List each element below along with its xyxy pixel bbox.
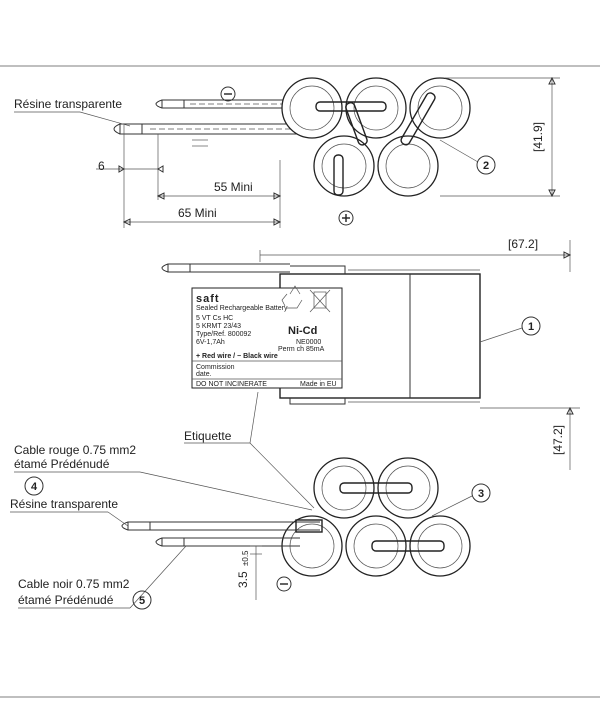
polarity-minus-bottom	[276, 576, 292, 592]
label-commission: Commission	[196, 364, 235, 371]
label-line4: 6V-1,7Ah	[196, 339, 225, 346]
label-perm: Perm ch 85mA	[278, 346, 325, 353]
wire-lower-end	[119, 123, 143, 135]
dim-3-5-tol: ±0.5	[241, 550, 250, 566]
dim-41-text: [41.9]	[531, 122, 545, 152]
callout-1-circle	[521, 316, 541, 336]
etiquette-leader-up	[249, 391, 259, 444]
top-wires	[113, 99, 300, 135]
polarity-plus-top	[338, 210, 354, 226]
callout-2-circle	[476, 155, 496, 175]
pack-top-lip	[290, 265, 346, 274]
callout-1-text: 1	[528, 321, 534, 333]
bottom-wire-black-end	[161, 537, 185, 547]
top-tab-4	[345, 102, 368, 146]
bottom-cell-1	[313, 457, 375, 519]
label-line1: 5 VT Cs HC	[196, 315, 233, 322]
crossed-bin-icon	[309, 289, 331, 313]
callout-2-leader	[439, 139, 479, 163]
label-border	[191, 287, 343, 389]
minus-icon	[220, 86, 236, 102]
top-cell-1	[281, 77, 343, 139]
cable-red-line2: étamé Prédénudé	[14, 457, 110, 471]
bottom-cell-4	[345, 515, 407, 577]
label-incinerate: DO NOT INCINERATE	[196, 381, 267, 388]
resin-label-top: Résine transparente	[14, 97, 122, 111]
callout-3-text: 3	[478, 488, 484, 500]
top-cell-1-inner	[289, 85, 335, 131]
bottom-wire-black	[155, 537, 300, 547]
pack-bottom-lip	[289, 398, 346, 405]
etiquette-label: Etiquette	[184, 429, 232, 443]
dim-6-text: 6	[98, 159, 105, 173]
side-wire-end	[167, 263, 191, 273]
label-ne: NE0000	[296, 339, 321, 346]
bottom-wire-red-end	[127, 521, 151, 531]
cable-red-leader	[139, 471, 313, 511]
callout-1-leader	[479, 327, 523, 343]
callout-3-leader	[431, 495, 473, 517]
brand-logo: saft	[196, 293, 220, 305]
top-tab-1	[315, 101, 387, 112]
dim-55-text: 55 Mini	[214, 180, 253, 194]
callout-5-text: 5	[139, 595, 145, 607]
callout-2-text: 2	[483, 160, 489, 172]
top-cell-4-inner	[321, 143, 367, 189]
product-label: saft Sealed Rechargeable Battery 5 VT Cs…	[191, 285, 343, 389]
top-cell-5	[377, 135, 439, 197]
label-tagline: Sealed Rechargeable Battery	[196, 305, 288, 312]
top-tab-3	[333, 154, 344, 196]
label-chem: Ni-Cd	[288, 325, 317, 337]
label-wires: + Red wire / − Black wire	[196, 353, 278, 360]
side-wire	[161, 263, 290, 273]
resin-leader-top	[79, 111, 131, 127]
wire-upper-end	[161, 99, 185, 109]
top-view: Résine transparente 6 55 Mini 65 Mini [4…	[14, 76, 560, 228]
top-tab-2	[400, 92, 436, 146]
label-date: date.	[196, 371, 212, 378]
resin-leader-bottom	[107, 511, 129, 527]
callout-5-circle	[132, 590, 152, 610]
bottom-tab-1	[339, 482, 413, 494]
bottom-view: 3.5 ±0.5 Cable rouge 0.75 mm2 étamé Préd…	[10, 443, 491, 610]
dim-65-text: 65 Mini	[178, 206, 217, 220]
top-cells	[192, 77, 471, 197]
top-cell-3-inner	[417, 85, 463, 131]
top-cell-3	[409, 77, 471, 139]
bottom-cell-2	[377, 457, 439, 519]
plus-icon	[338, 210, 354, 226]
bottom-tab-2	[371, 540, 445, 552]
etiquette-leader-down	[249, 442, 315, 509]
connector-block	[295, 519, 323, 533]
dim-47-text: [47.2]	[551, 425, 565, 455]
wire-lower	[113, 123, 300, 135]
top-cell-4	[313, 135, 375, 197]
dim-3-5-text: 3.5	[236, 571, 250, 588]
bottom-wire-red	[121, 521, 320, 531]
cable-black-line1: Cable noir 0.75 mm2	[18, 577, 130, 591]
resin-label-bottom: Résine transparente	[10, 497, 118, 511]
label-line2: 5 KRMT 23/43	[196, 323, 241, 330]
minus-icon-bottom	[276, 576, 292, 592]
cable-red-line1: Cable rouge 0.75 mm2	[14, 443, 136, 457]
cable-black-line2: étamé Prédénudé	[18, 593, 114, 607]
callout-3-circle	[471, 483, 491, 503]
label-line3: Type/Ref. 800092	[196, 331, 251, 338]
dim-67-text: [67.2]	[508, 237, 538, 251]
callout-4-circle	[24, 476, 44, 496]
cable-black-leader	[129, 545, 187, 609]
bottom-cell-5	[409, 515, 471, 577]
label-made: Made in EU	[300, 381, 337, 388]
callout-4-text: 4	[31, 481, 38, 493]
top-cell-2-inner	[353, 85, 399, 131]
polarity-minus-top	[220, 86, 236, 102]
recycle-icon	[281, 285, 303, 309]
side-view: saft Sealed Rechargeable Battery 5 VT Cs…	[161, 237, 580, 509]
